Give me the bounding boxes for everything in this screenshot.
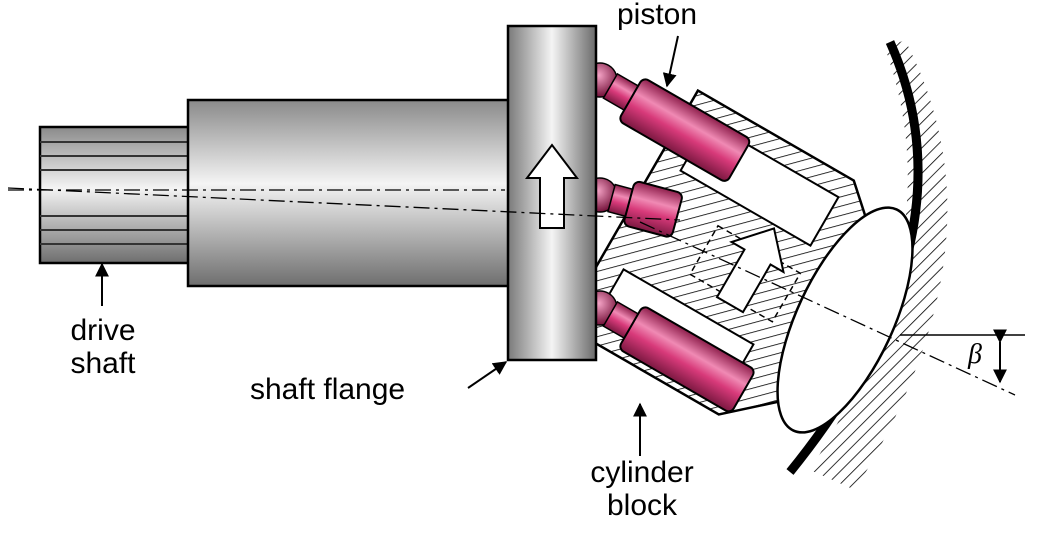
piston-leader [662,35,679,88]
block-rotation-arrow [715,227,785,314]
block-centerline [639,221,1016,396]
cylinder-block-label-line2: block [606,489,678,522]
angle-beta-label: β [968,339,982,370]
drive-shaft-label: drive shaft [48,314,158,380]
cylinder-block-label-line1: cylinder [590,456,694,489]
label-leaders [95,35,679,456]
valve-plate [776,206,914,434]
piston-label: piston [617,0,698,31]
drive-shaft-label-line2: shaft [70,347,136,380]
shaft-centerline [7,187,681,221]
shaft-body [186,98,512,288]
cylinder-block-label: cylinder block [572,456,712,522]
drive-shaft-label-line1: drive [70,314,136,347]
flange-rotation-arrow [524,143,580,229]
shaft-flange-leader [467,361,508,389]
shaft-flange-label: shaft flange [250,373,406,406]
